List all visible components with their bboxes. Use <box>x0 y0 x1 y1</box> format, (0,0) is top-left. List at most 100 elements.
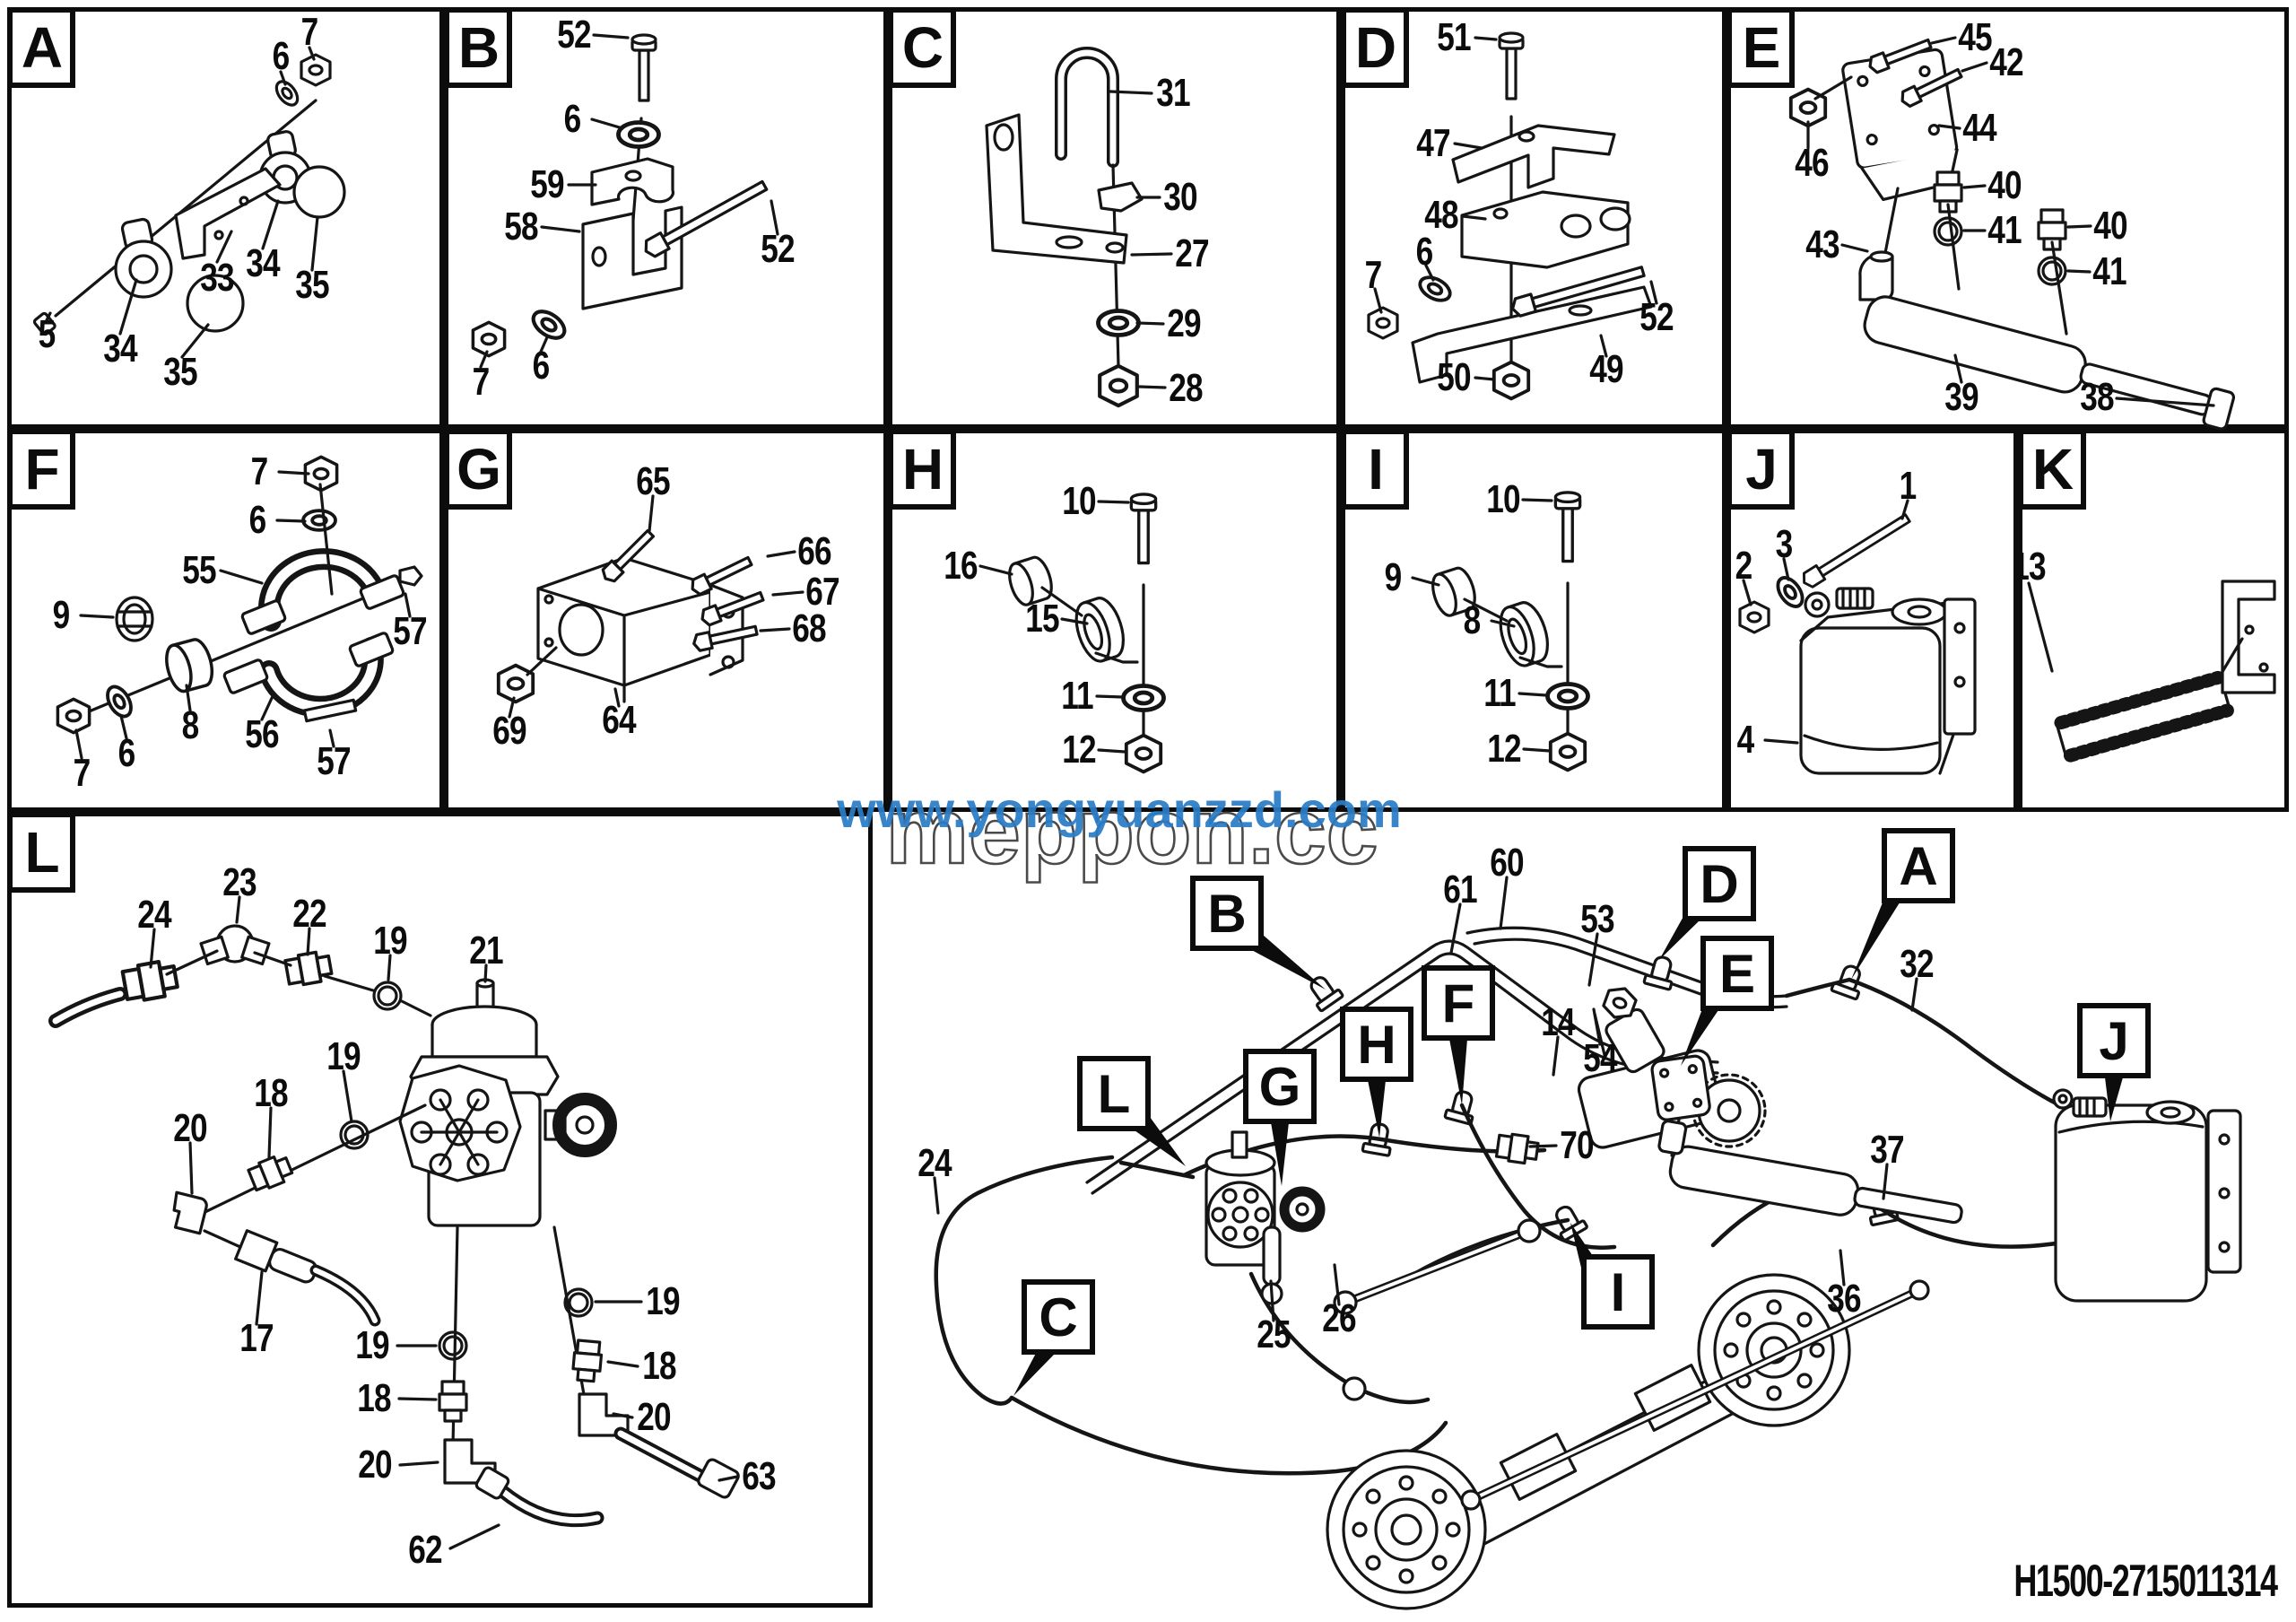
part-label-l-18: 18 <box>254 1071 288 1115</box>
part-label-e-42: 42 <box>1989 40 2023 84</box>
part-label-e-40: 40 <box>2093 204 2127 248</box>
part-label-a-34: 34 <box>103 327 137 371</box>
panel-letter-j: J <box>1726 429 1795 510</box>
panel-letter-k: K <box>2018 429 2086 510</box>
part-label-d-6: 6 <box>1415 230 1434 274</box>
part-label-l-18: 18 <box>642 1344 676 1388</box>
panel-letter-l: L <box>7 812 75 893</box>
callout-h: H <box>1340 1007 1413 1082</box>
part-label-f-6: 6 <box>117 731 136 775</box>
part-label-g-65: 65 <box>636 459 670 503</box>
callout-c: C <box>1022 1279 1095 1355</box>
part-label-i-11: 11 <box>1483 671 1516 715</box>
part-label-main-60: 60 <box>1490 841 1524 885</box>
part-label-b-7: 7 <box>472 360 491 404</box>
part-label-l-22: 22 <box>292 892 326 936</box>
part-label-i-12: 12 <box>1487 727 1521 771</box>
part-label-b-59: 59 <box>530 162 564 206</box>
part-label-f-9: 9 <box>52 593 71 637</box>
part-label-e-44: 44 <box>1962 106 1996 150</box>
part-label-main-14: 14 <box>1541 1000 1575 1044</box>
part-label-i-10: 10 <box>1486 477 1520 521</box>
part-label-d-7: 7 <box>1364 253 1383 297</box>
part-label-d-50: 50 <box>1437 355 1471 399</box>
panel-letter-e: E <box>1726 7 1795 88</box>
part-label-d-47: 47 <box>1416 121 1450 165</box>
part-label-b-6: 6 <box>563 97 582 141</box>
part-label-l-19: 19 <box>355 1323 389 1367</box>
part-label-l-21: 21 <box>469 929 503 972</box>
part-label-g-64: 64 <box>602 698 636 742</box>
part-label-a-35: 35 <box>163 350 197 394</box>
part-label-i-8: 8 <box>1463 598 1482 642</box>
callout-i: I <box>1581 1254 1655 1330</box>
part-label-e-39: 39 <box>1944 375 1979 419</box>
part-label-e-41: 41 <box>1987 208 2022 252</box>
part-label-l-19: 19 <box>646 1279 680 1323</box>
part-label-main-61: 61 <box>1443 868 1477 911</box>
part-label-main-32: 32 <box>1900 942 1934 986</box>
callout-a: A <box>1882 828 1955 903</box>
part-label-l-20: 20 <box>173 1106 207 1150</box>
part-label-a-6: 6 <box>272 34 291 78</box>
callout-d: D <box>1683 846 1756 921</box>
panel-letter-a: A <box>7 7 75 88</box>
part-label-g-68: 68 <box>792 606 826 650</box>
panel-letter-b: B <box>444 7 512 88</box>
part-label-d-49: 49 <box>1589 347 1623 391</box>
part-label-e-46: 46 <box>1795 141 1829 185</box>
callout-b: B <box>1190 876 1264 951</box>
part-label-i-9: 9 <box>1384 555 1403 599</box>
part-label-e-45: 45 <box>1958 15 1992 59</box>
part-label-main-25: 25 <box>1257 1312 1291 1356</box>
callout-l: L <box>1077 1056 1151 1131</box>
part-label-l-62: 62 <box>408 1528 442 1572</box>
part-label-l-24: 24 <box>137 893 171 937</box>
part-label-f-55: 55 <box>182 548 216 592</box>
part-label-main-24: 24 <box>918 1141 952 1185</box>
panel-letter-h: H <box>888 429 956 510</box>
part-label-f-57: 57 <box>317 739 351 783</box>
part-label-g-66: 66 <box>797 529 831 573</box>
part-label-a-7: 7 <box>300 10 319 54</box>
part-number-code: H1500-2715011314 <box>2013 1556 2278 1606</box>
part-label-c-29: 29 <box>1167 301 1201 345</box>
part-label-l-20: 20 <box>637 1395 671 1439</box>
part-label-h-15: 15 <box>1025 597 1059 641</box>
part-label-g-67: 67 <box>805 570 839 614</box>
part-label-l-19: 19 <box>373 919 407 963</box>
part-label-main-54: 54 <box>1583 1036 1617 1080</box>
part-label-b-52: 52 <box>761 227 795 271</box>
part-label-f-8: 8 <box>181 703 200 747</box>
callout-e: E <box>1700 936 1774 1011</box>
panel-letter-g: G <box>444 429 512 510</box>
part-label-e-38: 38 <box>2080 375 2114 419</box>
callout-f: F <box>1422 965 1495 1041</box>
part-label-d-48: 48 <box>1424 193 1458 237</box>
part-label-d-51: 51 <box>1437 15 1471 59</box>
part-label-j-3: 3 <box>1775 522 1794 566</box>
callout-g: G <box>1243 1049 1317 1124</box>
part-label-l-63: 63 <box>742 1454 776 1498</box>
part-label-c-31: 31 <box>1156 71 1190 115</box>
part-label-l-17: 17 <box>239 1316 274 1360</box>
part-label-c-28: 28 <box>1169 366 1203 410</box>
part-label-f-6: 6 <box>248 498 267 542</box>
callout-j: J <box>2077 1003 2151 1078</box>
part-label-f-57: 57 <box>393 609 427 653</box>
part-label-main-37: 37 <box>1870 1128 1904 1172</box>
part-label-main-36: 36 <box>1827 1277 1861 1321</box>
part-label-e-40: 40 <box>1987 163 2022 207</box>
main-art <box>933 876 2242 1610</box>
part-label-b-52: 52 <box>557 13 591 57</box>
part-label-h-16: 16 <box>944 544 978 588</box>
part-label-b-58: 58 <box>504 205 538 249</box>
part-label-d-52: 52 <box>1639 295 1674 339</box>
part-label-j-4: 4 <box>1736 718 1755 762</box>
part-label-k-13: 13 <box>2012 545 2046 589</box>
part-label-e-41: 41 <box>2092 249 2126 293</box>
part-label-main-70: 70 <box>1560 1123 1594 1167</box>
part-label-a-34: 34 <box>246 241 280 285</box>
part-label-a-33: 33 <box>200 256 234 300</box>
